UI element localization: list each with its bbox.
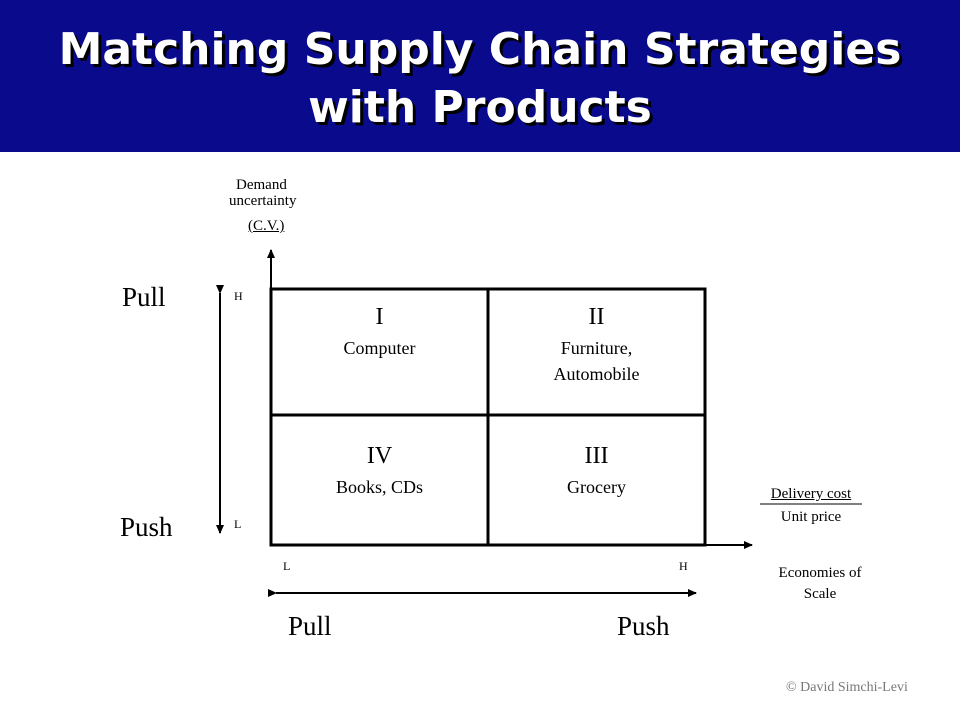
title-banner xyxy=(0,0,960,152)
y-axis-high-label: H xyxy=(234,289,243,303)
quadrant-example: Books, CDs xyxy=(335,477,424,497)
quadrant-example: Furniture, xyxy=(560,338,633,358)
vertical-pull-label: Pull xyxy=(122,282,166,312)
x-axis-label-denominator: Unit price xyxy=(780,509,842,525)
x-axis-label-line-2: Economies of xyxy=(778,565,862,581)
quadrant-i: I Computer xyxy=(271,304,488,361)
vertical-push-label: Push xyxy=(120,512,173,542)
x-axis-label-line-3: Scale xyxy=(803,586,837,602)
quadrant-numeral: II xyxy=(588,304,605,330)
copyright-notice: © David Simchi-Levi xyxy=(786,680,908,695)
quadrant-example: Computer xyxy=(343,338,416,358)
quadrant-ii: II Furniture, Automobile xyxy=(488,304,705,387)
x-axis-low-label: L xyxy=(283,559,291,573)
y-axis-label-unit: (C.V.) xyxy=(248,218,285,234)
slide-title-line-2: with Products xyxy=(308,82,652,133)
quadrant-numeral: IV xyxy=(366,443,393,469)
quadrant-iii: III Grocery xyxy=(488,443,705,500)
x-axis-high-label: H xyxy=(679,559,688,573)
quadrant-iv: IV Books, CDs xyxy=(271,443,488,500)
x-axis-label-numerator: Delivery cost xyxy=(770,486,852,502)
horizontal-push-label: Push xyxy=(617,611,670,641)
y-axis-low-label: L xyxy=(234,517,242,531)
quadrant-numeral: III xyxy=(584,443,609,469)
y-axis-label-line-1: Demand xyxy=(236,177,287,193)
quadrant-example-line-2: Automobile xyxy=(553,364,640,384)
quadrant-numeral: I xyxy=(375,304,384,330)
horizontal-pull-label: Pull xyxy=(288,611,332,641)
y-axis-label-line-2: uncertainty xyxy=(229,193,297,209)
quadrant-example: Grocery xyxy=(567,477,626,497)
slide-title-line-1: Matching Supply Chain Strategies xyxy=(58,24,902,75)
